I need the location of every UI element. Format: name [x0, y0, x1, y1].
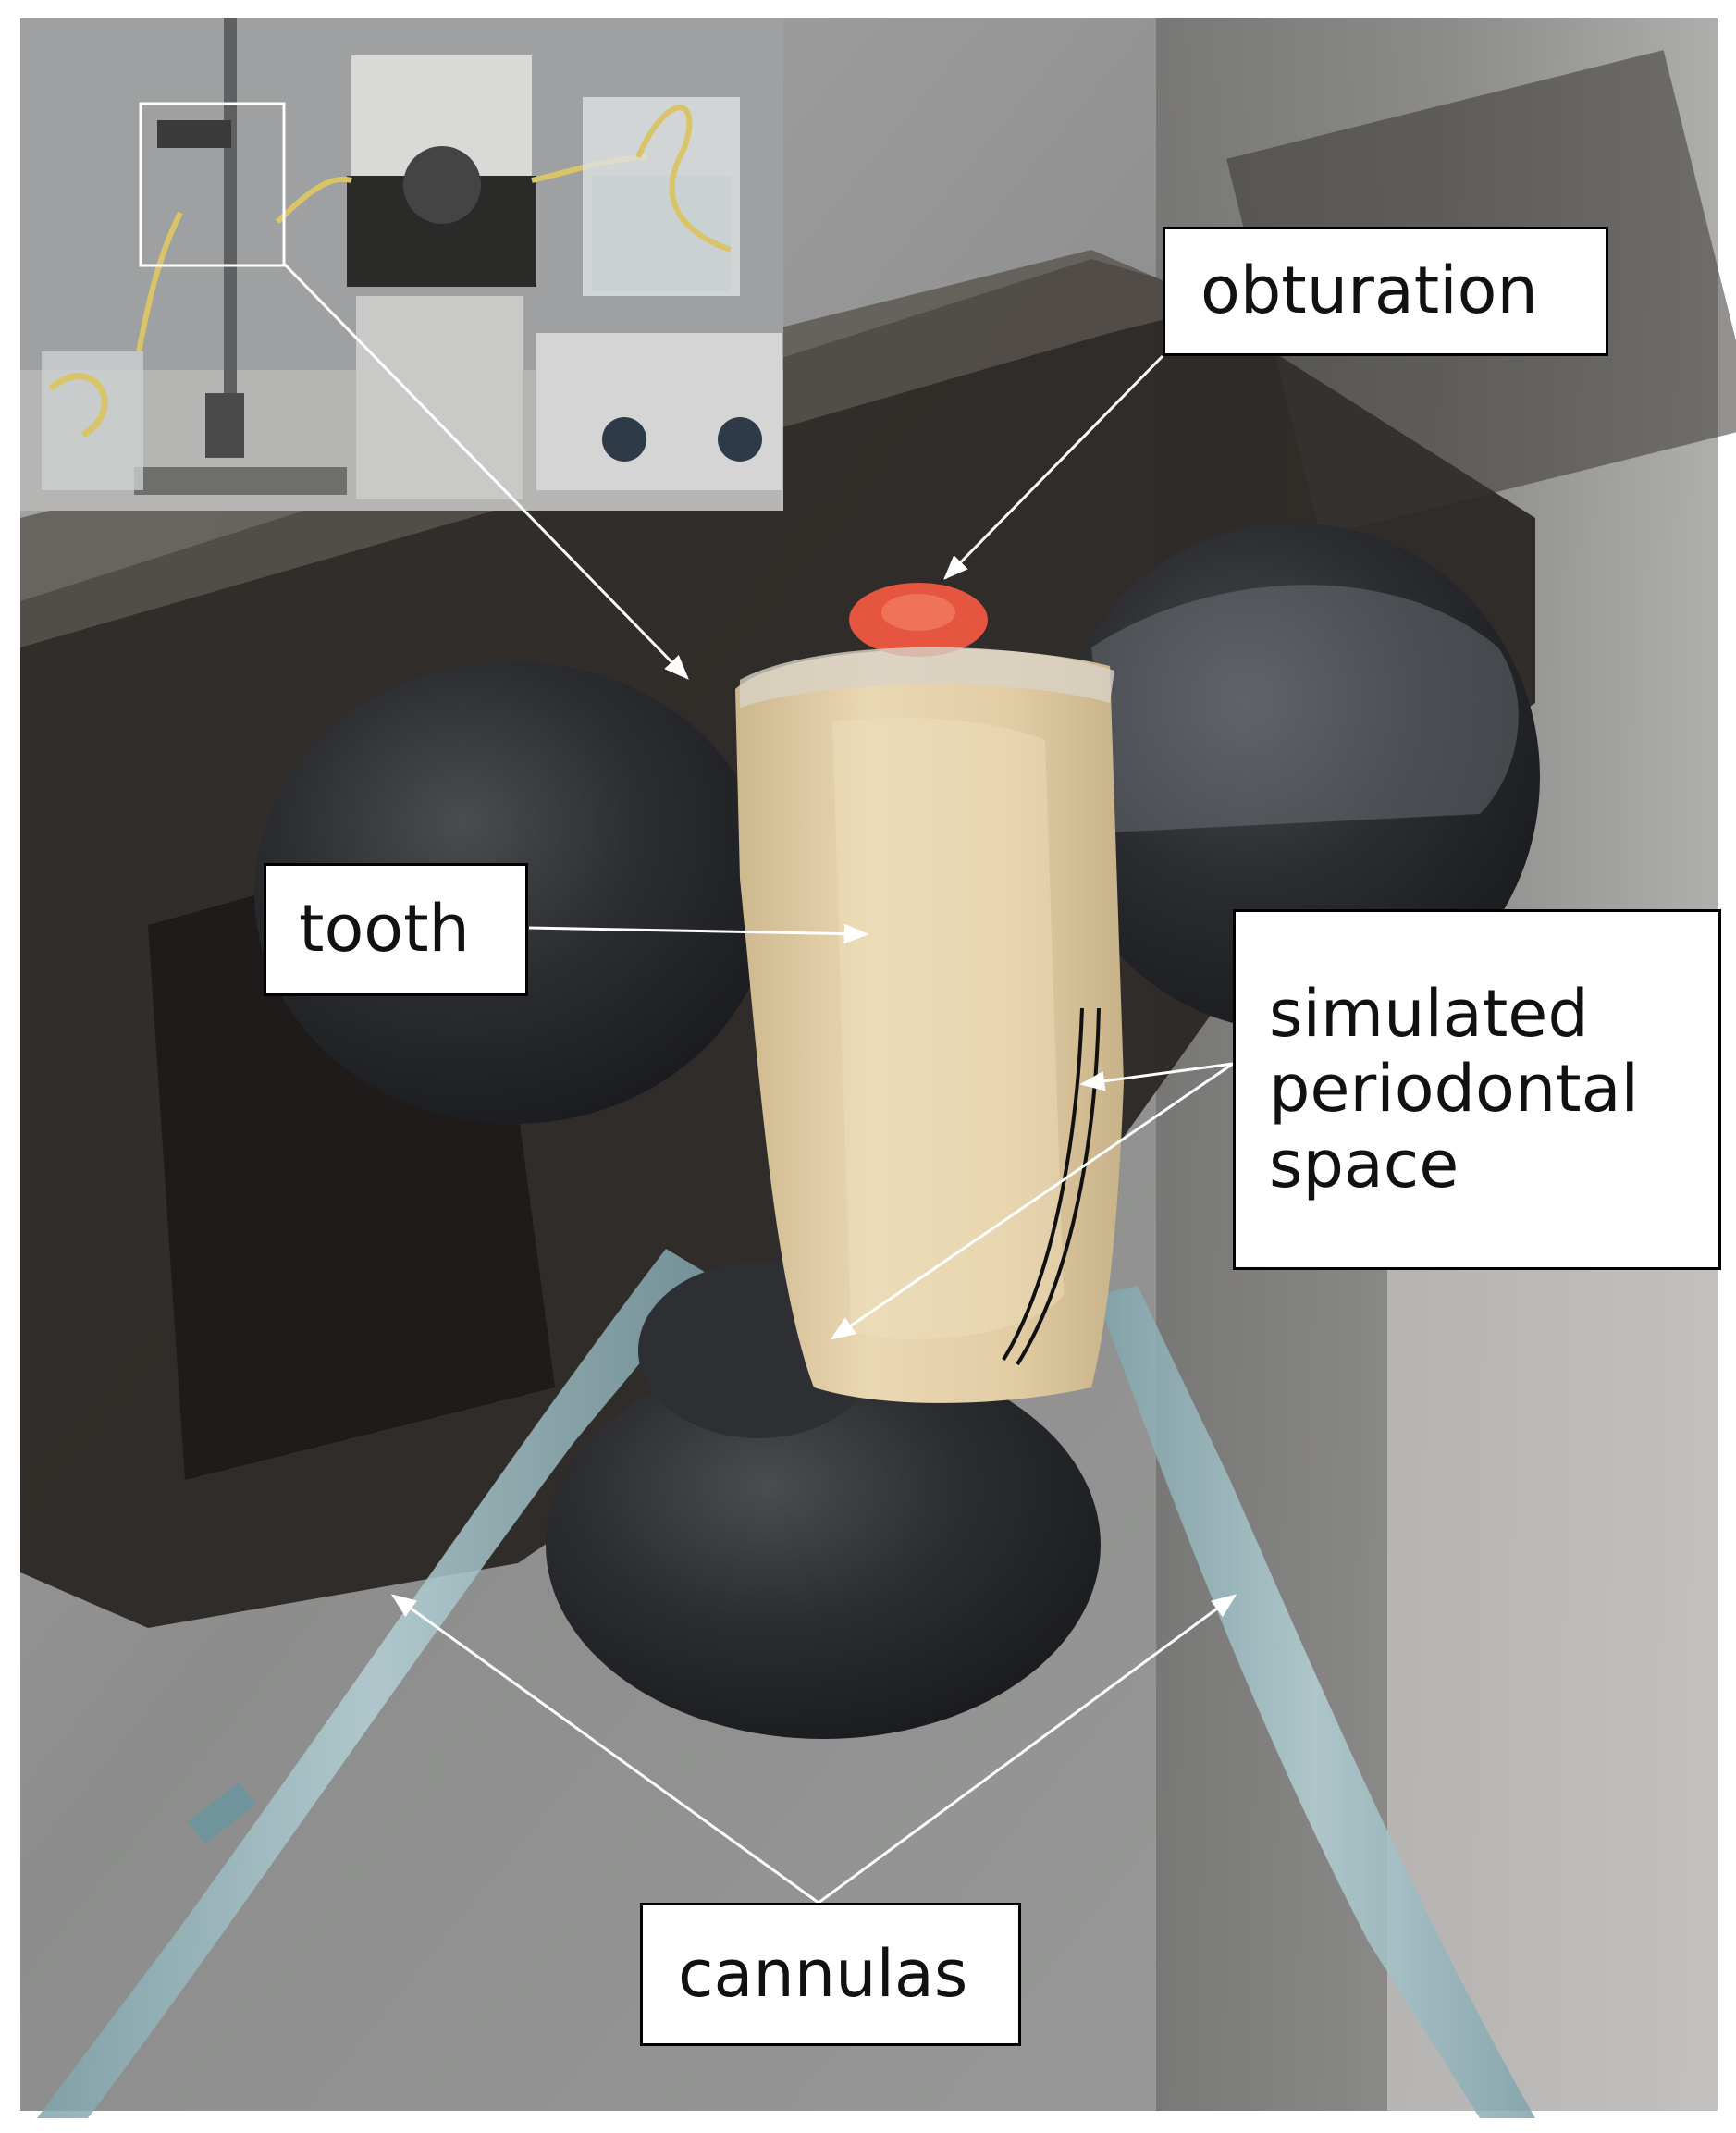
label-periodontal-line-2: periodontal [1269, 1051, 1639, 1128]
label-tooth-text: tooth [299, 891, 470, 968]
label-obturation: obturation [1163, 227, 1608, 356]
tooth-highlight [832, 718, 1064, 1339]
label-cannulas-text: cannulas [678, 1935, 968, 2012]
inset-clamp [157, 120, 231, 148]
putty-right [1050, 523, 1540, 1031]
arrow-obturation [943, 354, 1164, 580]
label-cannulas: cannulas [640, 1903, 1021, 2046]
inset-stirrer [536, 333, 782, 490]
label-periodontal-lines: simulated periodontal space [1269, 977, 1639, 1202]
inset-pump-rotor [403, 146, 481, 224]
tooth [735, 648, 1124, 1403]
inset-stand-base [134, 467, 347, 495]
inset-stirrer-knob-right [718, 417, 762, 462]
inset-tubing-clamp [136, 211, 183, 352]
label-simulated-periodontal-space: simulated periodontal space [1233, 909, 1721, 1270]
arrow-periodontal-upper [1079, 1062, 1234, 1091]
inset-stand-rod [224, 18, 237, 435]
inset-tubing-left [48, 373, 108, 438]
arrow-tooth [528, 923, 869, 944]
arrow-cannula-right [818, 1594, 1237, 1905]
label-obturation-text: obturation [1200, 253, 1538, 329]
inset-beaker-liquid [592, 176, 731, 291]
cannula-right [1096, 1286, 1535, 2118]
label-periodontal-line-3: space [1269, 1126, 1459, 1202]
inset-highlight-box [139, 102, 286, 267]
putty-right-highlight [1091, 585, 1519, 832]
arrow-periodontal-lower [830, 1062, 1234, 1340]
tooth-crown-edge [740, 647, 1114, 708]
putty-bottom [546, 1350, 1101, 1739]
cannula-left [37, 1249, 712, 2118]
inset-photo [20, 18, 783, 511]
inset-beaker-left [42, 351, 143, 490]
obturation-highlight [881, 594, 955, 631]
inset-tubing-right [635, 105, 732, 253]
label-periodontal-line-1: simulated [1269, 976, 1589, 1053]
inset-stand-weight [205, 393, 244, 458]
periodontal-line-outer [1002, 1007, 1084, 1362]
inset-pump-stand [356, 296, 523, 499]
label-tooth: tooth [264, 863, 528, 996]
arrow-inset-to-sample [282, 262, 689, 680]
inset-stirrer-knob-left [602, 417, 646, 462]
cannula-joint [188, 1782, 256, 1844]
periodontal-line-inner [1016, 1007, 1101, 1366]
arrow-cannula-left [390, 1594, 819, 1905]
